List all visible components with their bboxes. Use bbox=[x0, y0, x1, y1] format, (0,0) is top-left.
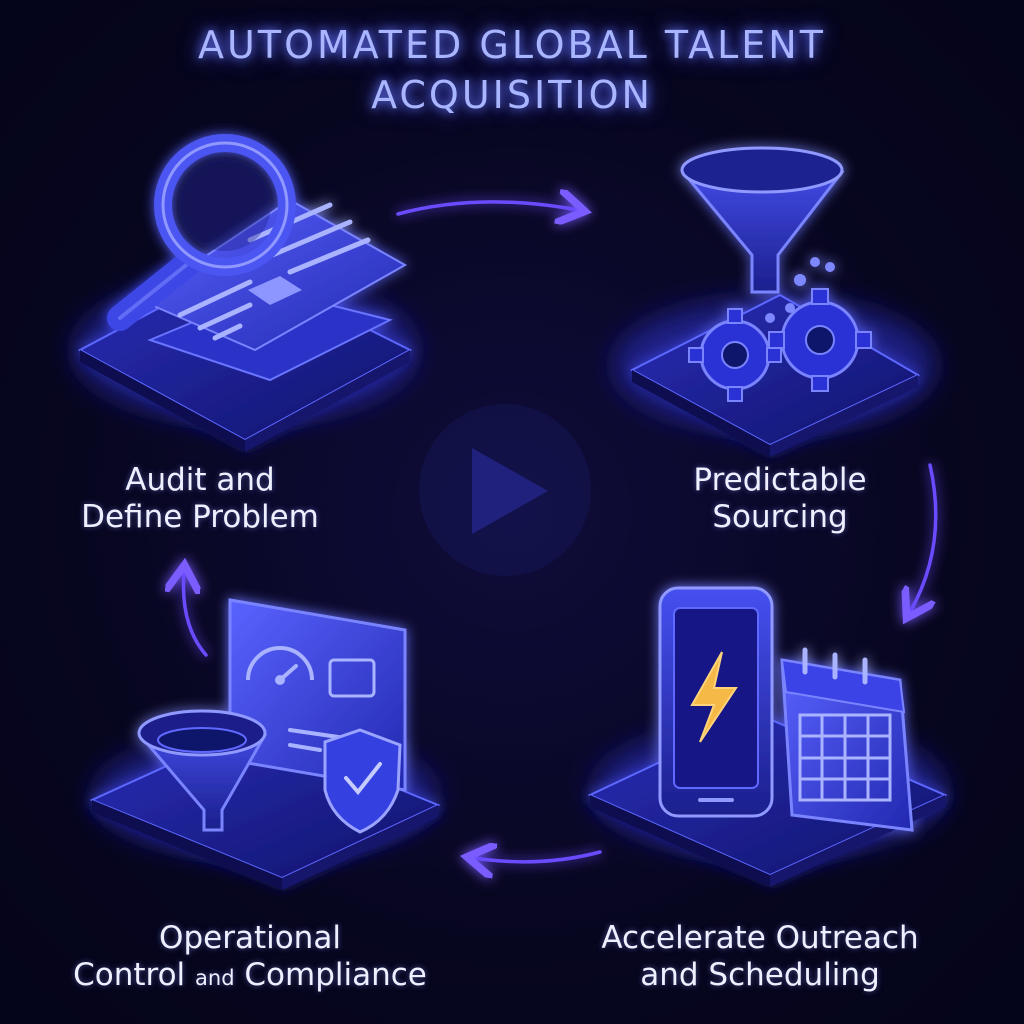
arrow-step4-to-step1 bbox=[183, 572, 208, 657]
title-line-2: ACQUISITION bbox=[371, 73, 653, 117]
cycle-arrows bbox=[183, 202, 938, 862]
step-outreach-icon bbox=[587, 586, 948, 887]
title-line-1: AUTOMATED GLOBAL TALENT bbox=[198, 23, 826, 67]
step-label-outreach: Accelerate Outreach and Scheduling bbox=[601, 920, 919, 993]
step-compliance-icon bbox=[89, 598, 441, 890]
play-icon[interactable] bbox=[419, 404, 591, 576]
step-label-compliance: Operational Control and Compliance bbox=[73, 920, 427, 993]
step-label-sourcing: Predictable Sourcing bbox=[693, 462, 867, 535]
arrow-step3-to-step4 bbox=[474, 852, 602, 862]
step-label-audit: Audit and Define Problem bbox=[81, 462, 319, 535]
diagram-title: AUTOMATED GLOBAL TALENT ACQUISITION bbox=[0, 20, 1024, 120]
arrow-step2-to-step3 bbox=[910, 463, 938, 612]
arrow-step1-to-step2 bbox=[396, 202, 578, 214]
step-sourcing-icon bbox=[615, 146, 935, 457]
step-audit-icon bbox=[75, 134, 415, 452]
